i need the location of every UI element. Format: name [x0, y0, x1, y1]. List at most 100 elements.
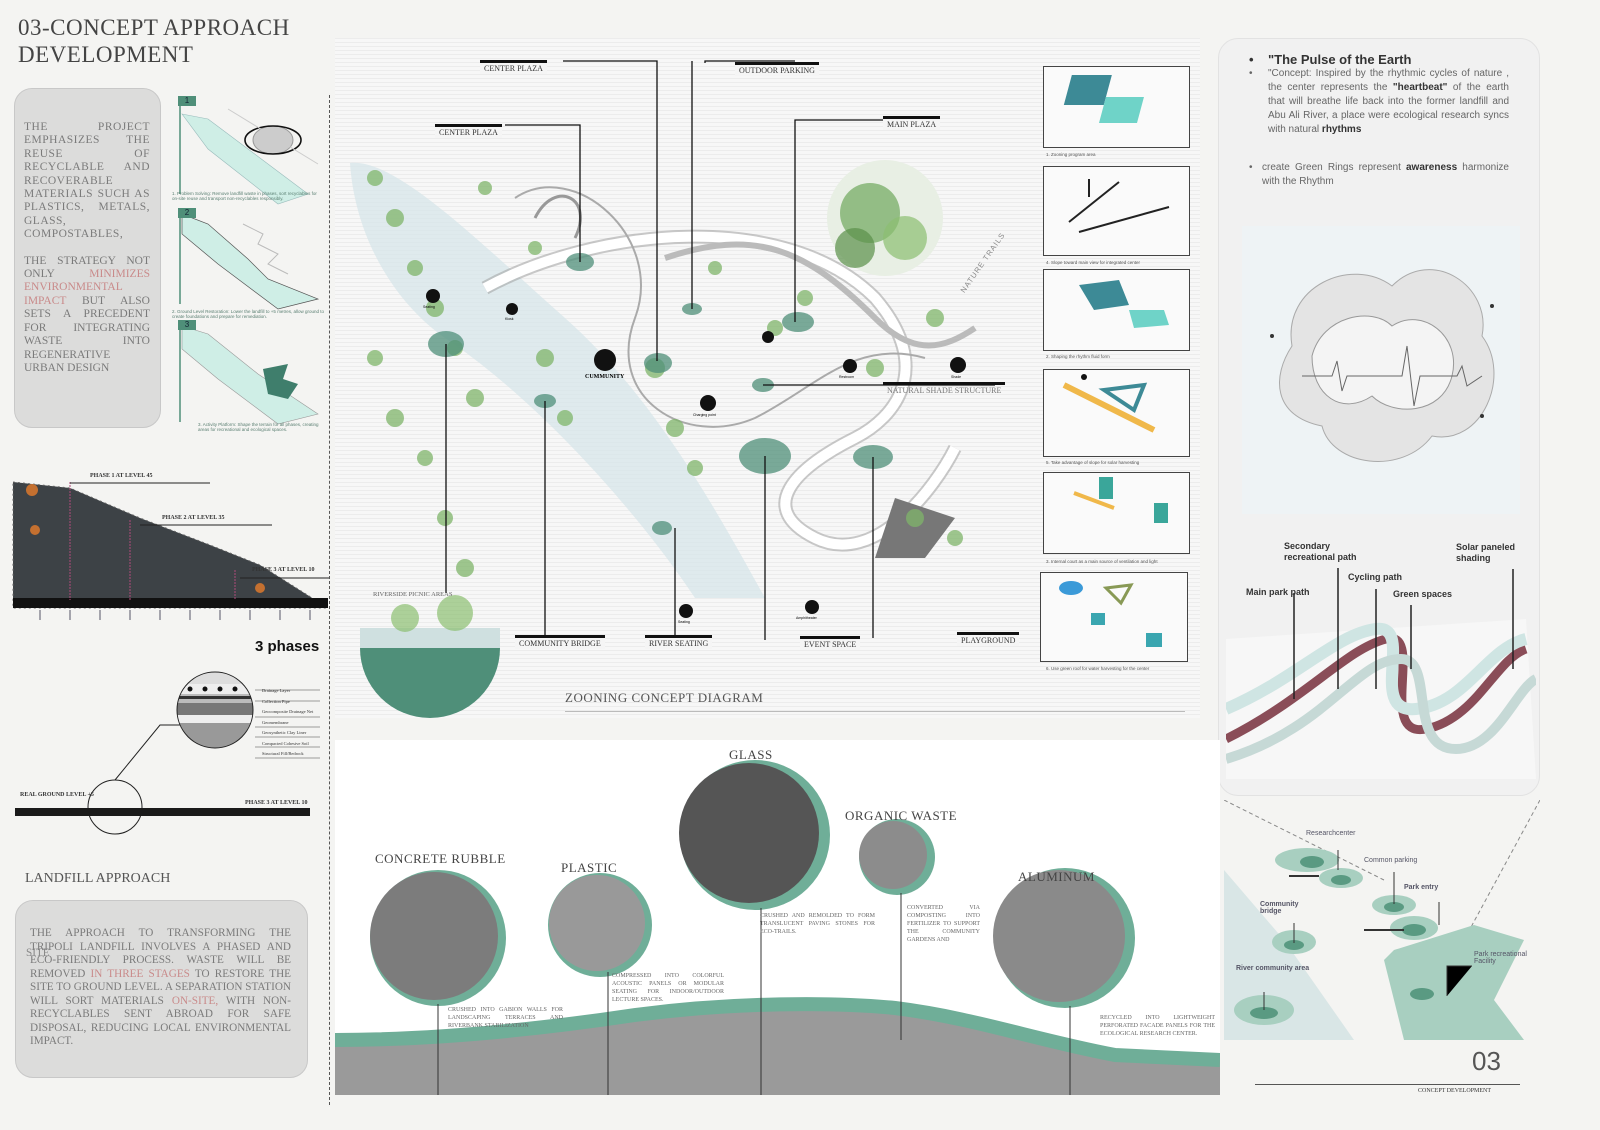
material-name-glass: GLASS	[729, 747, 773, 762]
steps-illustration	[179, 102, 320, 425]
step-3-diagram	[179, 320, 319, 425]
phase-end-label: PHASE 3 AT LEVEL 10	[245, 800, 308, 806]
label-community-bridge: COMMUNITY BRIDGE	[515, 635, 605, 649]
intro-text-box: THE PROJECT EMPHASIZES THE REUSE OF RECY…	[14, 88, 161, 428]
circle-glass	[679, 760, 830, 910]
step-tag-2: 2	[178, 208, 196, 218]
path-label-cycling: Cycling path	[1348, 572, 1403, 582]
zone-label-bridge: Community bridge	[1260, 901, 1299, 915]
path-label-secondary: Secondary recreational path	[1284, 541, 1357, 562]
zone-label-facility: Park recreational Facility	[1474, 951, 1527, 965]
concept-heading: •"The Pulse of the Earth	[1249, 53, 1509, 67]
approach-t1: THE APPROACH TO TRANSFORMING THE TRIPOLI…	[30, 927, 291, 980]
landfill-slope-graphic	[12, 481, 330, 620]
zone-label-river: River community area	[1236, 965, 1310, 972]
approach-text-box: SITE THE APPROACH TO TRANSFORMING THE TR…	[15, 900, 308, 1078]
concept-p2c: harmonize with the Rhythm	[1262, 162, 1509, 187]
step-caption-3: 3. Activity Platform: Shape the terrain …	[198, 422, 319, 432]
liner-layers-list: Drainage Layer Collection Pipe Geocompos…	[262, 686, 313, 760]
zoning-plan: CENTER PLAZA OUTDOOR PARKING CENTER PLAZ…	[335, 38, 1200, 718]
riverside-vignette	[360, 595, 500, 718]
approach-highlight-1: IN THREE STAGES	[90, 967, 190, 980]
zone-label-entry: Park entry	[1404, 884, 1439, 891]
site-zoning-diagram: Researchcenter Common parking Park entry…	[1223, 799, 1541, 1040]
ground-level-label: REAL GROUND LEVEL +5	[20, 792, 94, 798]
intro-text-a: THE PROJECT EMPHASIZES THE REUSE OF RECY…	[24, 121, 150, 241]
label-shade-structure: NATURAL SHADE STRUCTURE	[883, 382, 1006, 396]
footer-rule	[1255, 1084, 1520, 1085]
main-plaza-vegetation	[827, 160, 943, 276]
concept-p1a: "Concept: Inspired by the rhythmic cycle…	[1268, 68, 1509, 93]
material-name-plastic: PLASTIC	[561, 860, 618, 875]
material-caption-aluminum: RECYCLED INTO LIGHTWEIGHT PERFORATED FAC…	[1100, 1015, 1215, 1037]
icon-label-amphitheater: Amphitheater	[796, 616, 817, 620]
plan-graphic	[350, 60, 995, 718]
footer-label: CONCEPT DEVELOPMENT	[1418, 1088, 1492, 1094]
thumb-5	[1043, 472, 1190, 554]
path-label-green: Green spaces	[1393, 589, 1453, 599]
material-name-aluminum: ALUMINUM	[1018, 869, 1095, 884]
stray-text: SITE	[26, 947, 50, 959]
icon-label-restroom: Restroom	[839, 375, 855, 379]
layer-label: Structural Fill/Bedrock	[262, 751, 304, 756]
icon-label-seating: Seating	[423, 305, 435, 309]
concept-heartbeat: "heartbeat"	[1392, 82, 1448, 93]
layer-label: Geocomposite Drainage Net	[262, 709, 314, 714]
approach-heading: LANDFILL APPROACH	[25, 871, 171, 886]
approach-t2: TO RESTORE THE SITE TO GROUND LEVEL. A S…	[30, 967, 291, 1007]
concept-green-rings: •create Green Rings represent awareness …	[1249, 161, 1509, 189]
plan-title-rule	[565, 711, 1185, 712]
phase-3-label: PHASE 3 AT LEVEL 10	[252, 567, 315, 573]
thumb-caption-1: 1. Zooning program area	[1046, 152, 1096, 157]
concept-p2a: create Green Rings represent	[1262, 162, 1406, 173]
page-title: 03-CONCEPT APPROACH DEVELOPMENT	[18, 14, 290, 68]
plan-title: ZOONING CONCEPT DIAGRAM	[565, 690, 764, 705]
approach-t3: WITH NON-RECYCLABLES SENT ABROAD FOR SAF…	[30, 994, 291, 1048]
layer-label: Collection Pipe	[262, 698, 290, 704]
concept-p1c: of the earth that will breathe life back…	[1268, 82, 1509, 135]
title-line-2: DEVELOPMENT	[18, 42, 194, 67]
phase-1-label: PHASE 1 AT LEVEL 45	[90, 473, 153, 479]
concept-panel: •"The Pulse of the Earth •"Concept: Insp…	[1218, 38, 1540, 796]
phases-summary: 3 phases	[255, 638, 320, 655]
concept-rhythms: rhythms	[1321, 124, 1362, 135]
step-2-diagram	[179, 208, 320, 310]
step-tag-1: 1	[178, 96, 196, 106]
label-river-seating: RIVER SEATING	[645, 635, 713, 649]
thumb-6	[1040, 572, 1188, 662]
thumb-caption-4: 5. Take advantage of slope for solar har…	[1046, 460, 1140, 465]
label-main-plaza: MAIN PLAZA	[883, 116, 941, 130]
icon-label-charging: Charging point	[693, 413, 716, 417]
path-label-main: Main park path	[1246, 587, 1310, 597]
label-center-plaza-2: CENTER PLAZA	[435, 124, 502, 138]
label-picnic: RIVERSIDE PICNIC AREAS	[373, 591, 453, 598]
intro-text-b: THE STRATEGY NOT ONLY MINIMIZES ENVIRONM…	[24, 255, 150, 376]
steps-diagrams: 1 1. Problem Solving: Remove landfill wa…	[168, 94, 328, 434]
zone-label-parking: Common parking	[1364, 857, 1418, 864]
materials-section: CONCRETE RUBBLE CRUSHED INTO GABION WALL…	[334, 740, 1221, 1095]
design-steps-thumbnails: 1. Zooning program area 4. Slope toward …	[1040, 64, 1195, 674]
amenity-icons	[426, 289, 966, 618]
material-caption-plastic: COMPRESSED INTO COLORFUL ACOUSTIC PANELS…	[612, 973, 724, 1003]
zone-label-research: Researchcenter	[1306, 830, 1356, 837]
step-1-diagram	[179, 102, 319, 205]
page-number: 03	[1472, 1046, 1501, 1076]
approach-highlight-2: ON-SITE,	[171, 994, 219, 1007]
thumb-3	[1043, 269, 1190, 351]
thumb-caption-5: 3. Internal court as a main source of ve…	[1046, 559, 1158, 564]
site-zoning-graphic	[1223, 799, 1541, 1040]
circle-organic	[859, 819, 935, 895]
material-name-organic: ORGANIC WASTE	[845, 808, 958, 823]
layer-label: Geomembrane	[262, 719, 289, 725]
icon-label-shade: Shade	[951, 375, 962, 379]
circle-aluminum	[993, 868, 1135, 1008]
thumb-4	[1043, 369, 1190, 457]
liner-detail: Drainage Layer Collection Pipe Geocompos…	[10, 670, 330, 840]
label-playground: PLAYGROUND	[957, 632, 1020, 646]
label-outdoor-parking: OUTDOOR PARKING	[735, 62, 819, 76]
bullet: •	[1249, 162, 1253, 173]
concept-text: •"The Pulse of the Earth •"Concept: Insp…	[1249, 53, 1509, 189]
circle-concrete	[370, 870, 506, 1006]
concept-paragraph: •"Concept: Inspired by the rhythmic cycl…	[1249, 67, 1509, 137]
label-community: CUMMUNITY	[585, 374, 625, 380]
